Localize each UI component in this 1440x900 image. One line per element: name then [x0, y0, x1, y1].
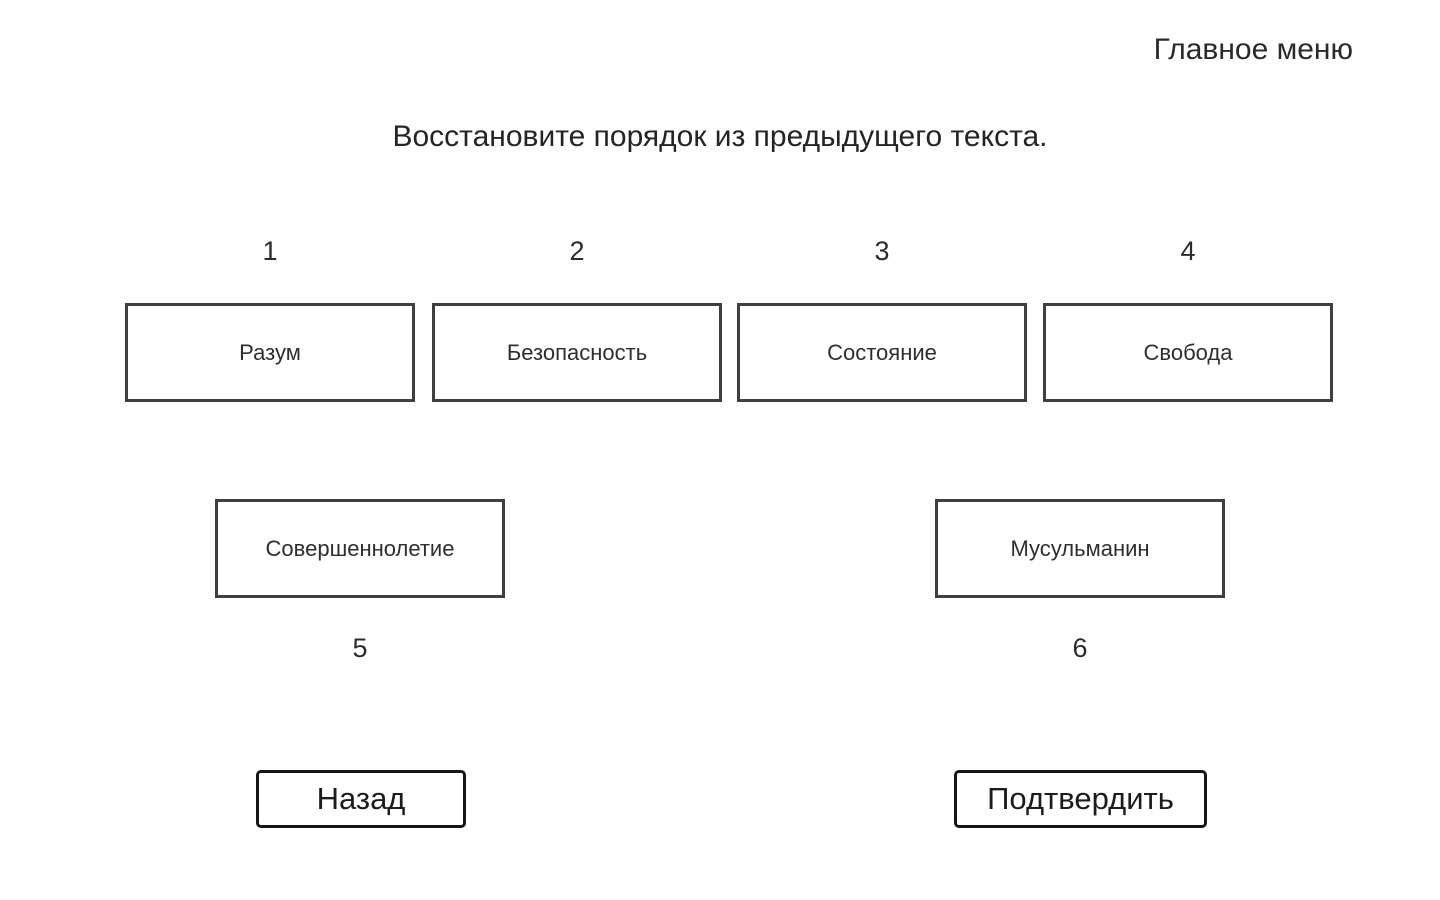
word-box-label: Мусульманин [1010, 535, 1150, 561]
slot-number-4: 4 [1180, 236, 1196, 266]
slot-number-6: 6 [1072, 633, 1088, 663]
word-box-label: Безопасность [506, 339, 648, 365]
slot-number-5: 5 [352, 633, 368, 663]
word-box-bezopasnost[interactable]: Безопасность [432, 303, 722, 402]
slot-number-1: 1 [262, 236, 278, 266]
back-button[interactable]: Назад [256, 770, 466, 828]
word-box-label: Совершеннолетие [265, 535, 455, 561]
word-box-label: Разум [239, 339, 301, 365]
word-box-sostoyanie[interactable]: Состояние [737, 303, 1027, 402]
confirm-button[interactable]: Подтвердить [954, 770, 1207, 828]
word-box-label: Состояние [827, 339, 937, 365]
slot-number-2: 2 [569, 236, 585, 266]
word-box-sovershennoletie[interactable]: Совершеннолетие [215, 499, 505, 598]
word-box-razum[interactable]: Разум [125, 303, 415, 402]
slot-number-3: 3 [874, 236, 890, 266]
word-box-label: Свобода [1143, 339, 1233, 365]
main-menu-link[interactable]: Главное меню [1153, 33, 1353, 66]
instruction-text: Восстановите порядок из предыдущего текс… [392, 120, 1048, 153]
word-box-svoboda[interactable]: Свобода [1043, 303, 1333, 402]
word-box-musulmanin[interactable]: Мусульманин [935, 499, 1225, 598]
